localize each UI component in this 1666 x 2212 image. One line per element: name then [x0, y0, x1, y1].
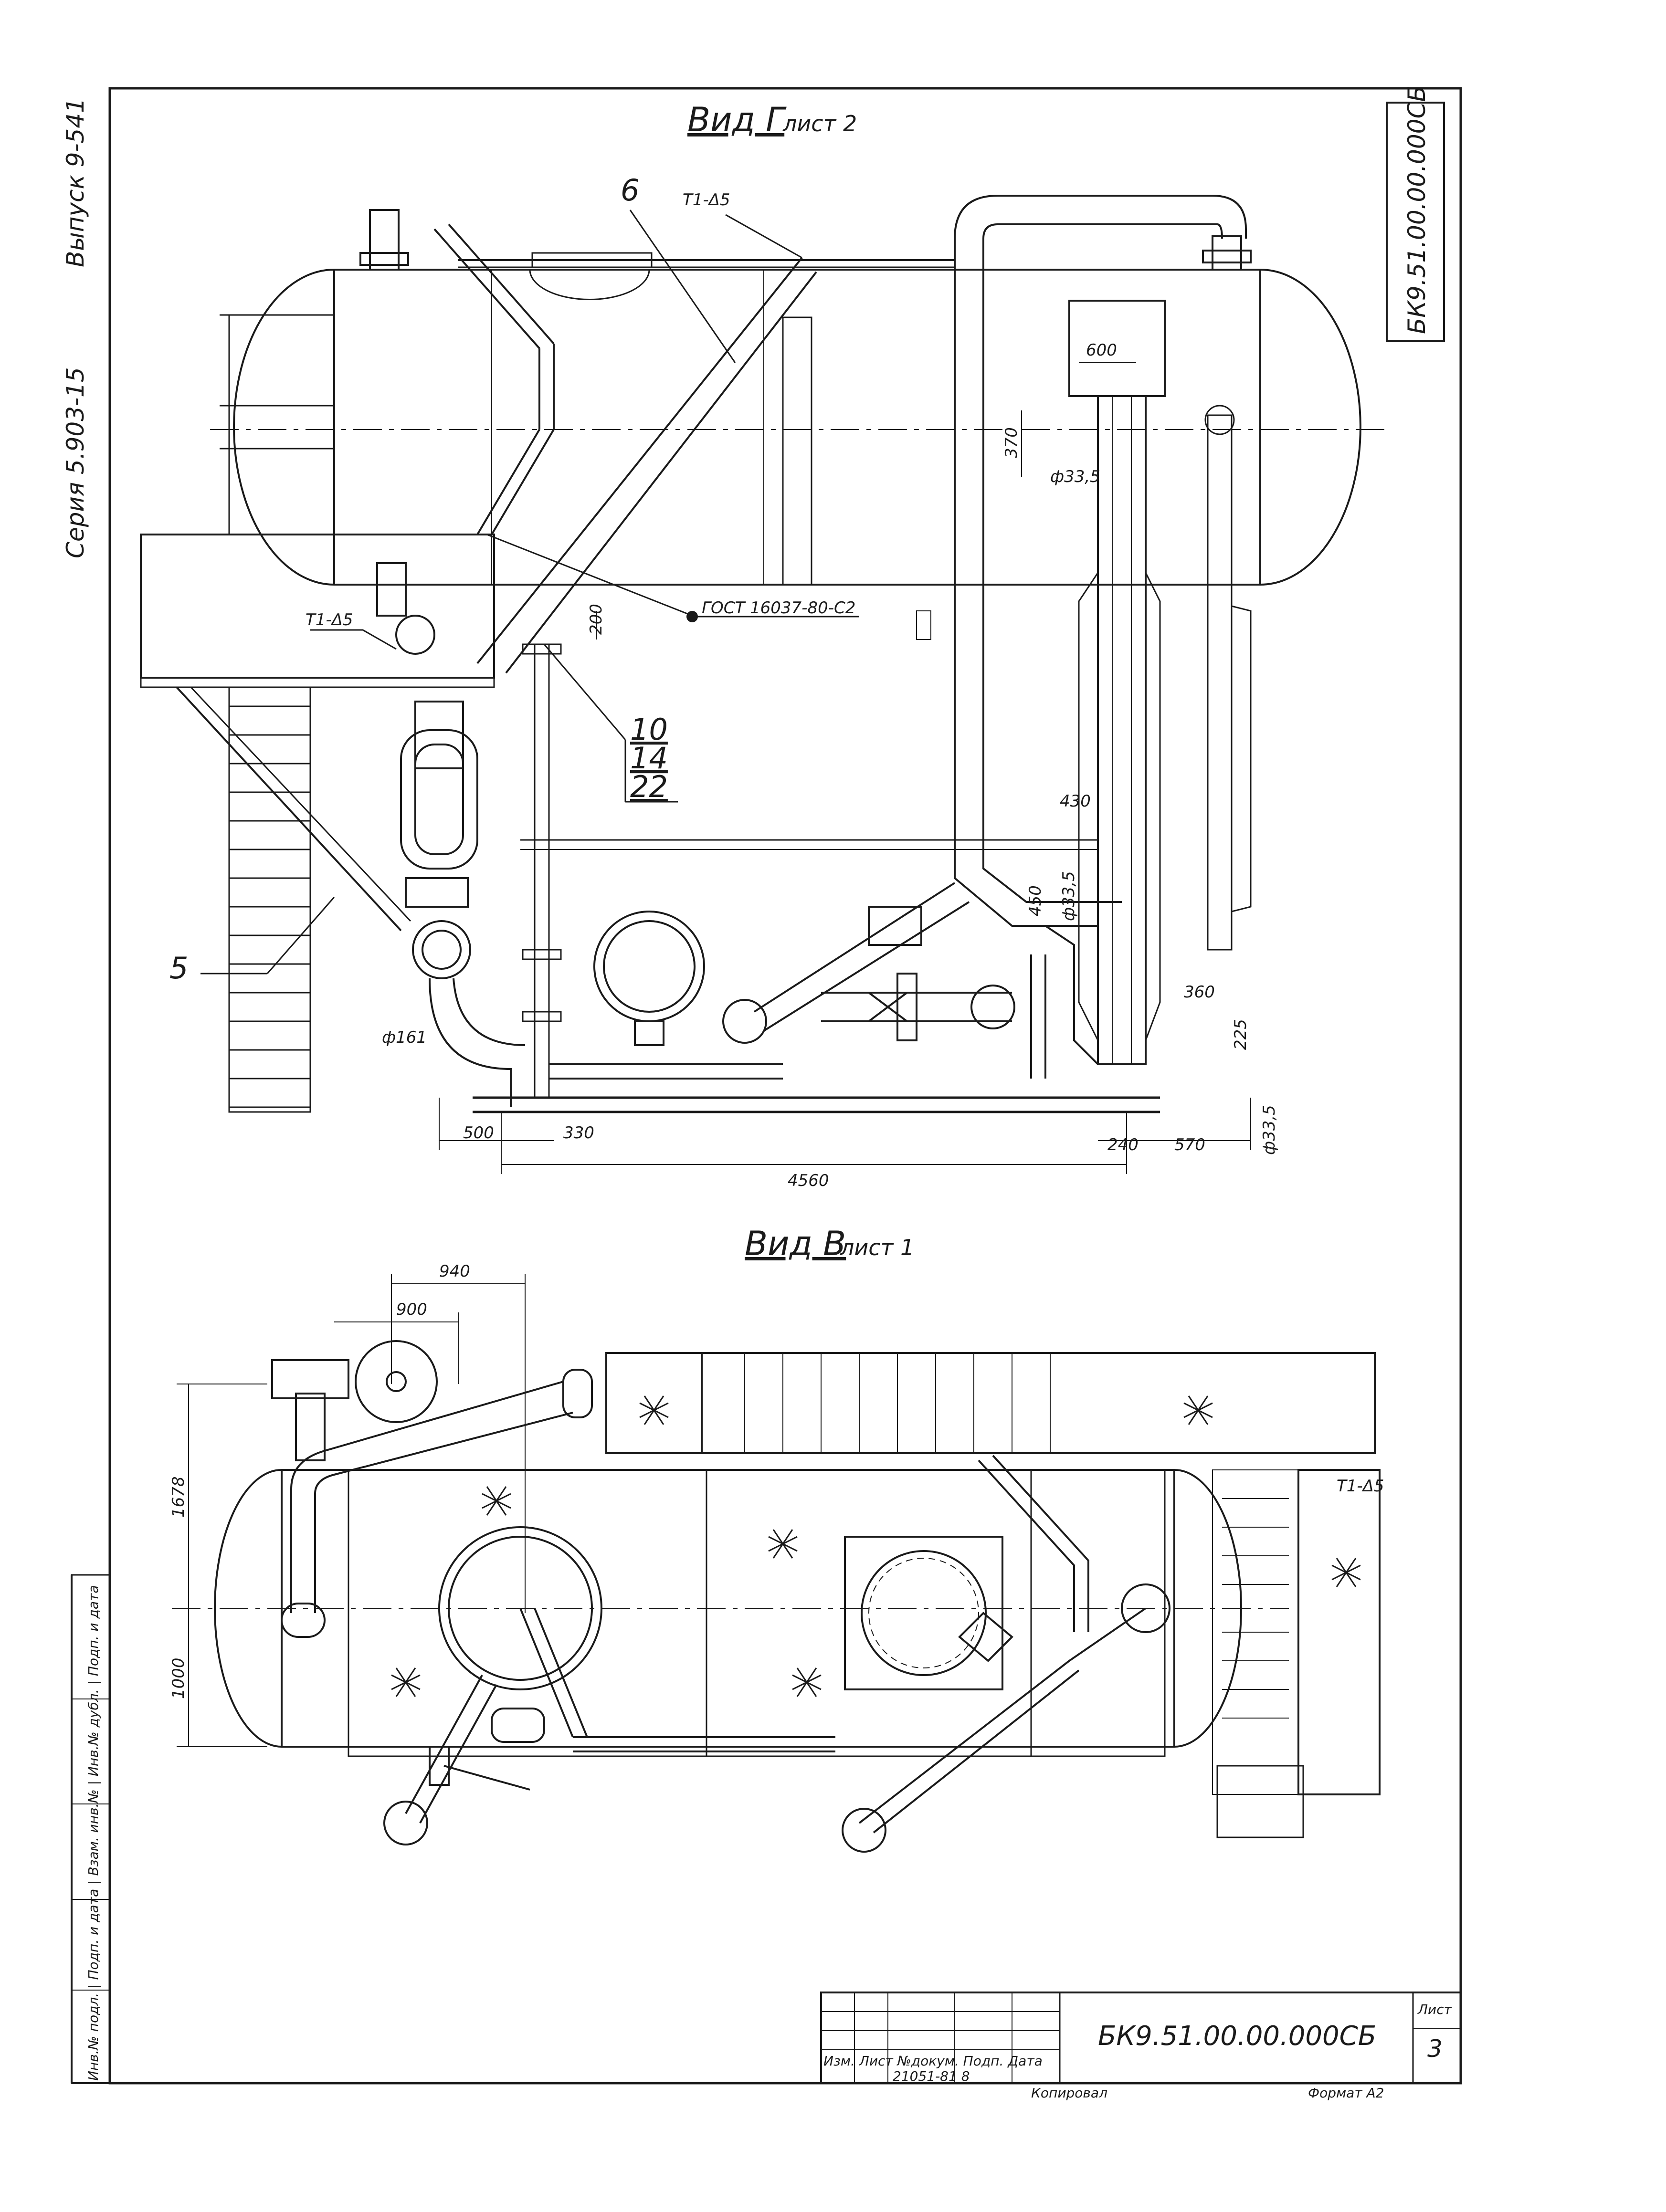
- stair-flight: [228, 686, 311, 1113]
- dim-225: 225: [1231, 1019, 1250, 1050]
- dim-570: 570: [1174, 1135, 1205, 1154]
- dim-500: 500: [463, 1123, 494, 1143]
- base-frame: [473, 839, 1160, 1113]
- dim-240: 240: [1107, 1135, 1139, 1154]
- dim-1000: 1000: [169, 1657, 188, 1699]
- dim-430: 430: [1060, 792, 1091, 811]
- pump-stack: [376, 562, 526, 1107]
- dim-900: 900: [396, 1300, 427, 1319]
- manholes-plan: [438, 1526, 1003, 1690]
- weld-label-left: Т1-Δ5: [306, 610, 353, 629]
- dim-phi33-5-c: ф33,5: [1260, 1105, 1279, 1155]
- view-v: Вид В лист 1: [169, 1224, 1384, 1853]
- weld-label-view-v: Т1-Δ5: [1337, 1477, 1384, 1496]
- dim-phi161: ф161: [382, 1028, 427, 1047]
- vessel-side: [210, 252, 1384, 586]
- view-g: Вид Г лист 2: [140, 100, 1384, 1190]
- seria-label: Серия 5.903-15: [62, 367, 89, 558]
- dim-1678: 1678: [169, 1476, 188, 1518]
- view-v-title: Вид В: [745, 1224, 846, 1263]
- left-strip-text: Инв.№ подл. | Подп. и дата | Взам. инв.№…: [85, 1585, 101, 2081]
- dim-450: 450: [1026, 885, 1045, 916]
- title-block-sheet-number: 3: [1427, 2035, 1443, 2063]
- title-block-header-row: Изм. Лист №докум. Подп. Дата: [823, 2053, 1043, 2069]
- callout-14: 14: [630, 741, 668, 776]
- diagonal-ladder: [433, 223, 817, 674]
- title-block-format: Формат А2: [1308, 2085, 1384, 2101]
- platform: [140, 314, 495, 932]
- dim-4560: 4560: [788, 1171, 829, 1190]
- title-block-entry-row: 21051-81 8: [893, 2068, 970, 2084]
- view-v-dimensions: [177, 1274, 526, 1747]
- view-v-sheet-ref: лист 1: [840, 1235, 914, 1260]
- gost-label: ГОСТ 16037-80-С2: [702, 598, 855, 618]
- callout-5: 5: [169, 951, 188, 985]
- view-g-sheet-ref: лист 2: [782, 111, 857, 136]
- title-block: БК9.51.00.00.000СБ Лист 3 Изм. Лист №док…: [820, 1992, 1462, 2101]
- plan-lower-right-piping: [842, 1455, 1170, 1853]
- dim-phi33-5-a: ф33,5: [1050, 467, 1100, 486]
- inclined-piping: [722, 882, 1099, 1079]
- dim-940: 940: [439, 1262, 470, 1281]
- plan-platform: [605, 1352, 1381, 1838]
- title-block-designation: БК9.51.00.00.000СБ: [1098, 2021, 1376, 2052]
- dim-370: 370: [1002, 427, 1021, 458]
- callout-10: 10: [630, 712, 668, 747]
- plan-tank-pipe: [271, 1340, 593, 1638]
- dim-360: 360: [1184, 983, 1215, 1002]
- callout-6: 6: [621, 173, 639, 208]
- sheet-frame: [108, 87, 1462, 2085]
- receiver-tank: [549, 911, 783, 1080]
- plan-lower-left-piping: [383, 1608, 835, 1845]
- view-g-title: Вид Г: [687, 100, 787, 139]
- column-block: [1068, 300, 1252, 1065]
- top-nozzles: [359, 209, 1252, 271]
- view-g-dimensions: [439, 362, 1251, 1174]
- vypusk-label: Выпуск 9-541: [62, 98, 89, 267]
- title-block-copied: Копировал: [1031, 2085, 1107, 2101]
- left-strip: Инв.№ подл. | Подп. и дата | Взам. инв.№…: [71, 1574, 111, 2084]
- designation-box: БК9.51.00.00.000СБ: [1386, 85, 1445, 342]
- dim-600: 600: [1086, 341, 1117, 360]
- view-g-leaders: [200, 210, 859, 975]
- grating-marks: [391, 1395, 1361, 1697]
- dim-phi33-5-b: ф33,5: [1059, 871, 1078, 921]
- vertical-line-200: [522, 643, 562, 1098]
- dim-330: 330: [563, 1123, 594, 1143]
- dim-200: 200: [587, 604, 606, 635]
- weld-label-top: Т1-Δ5: [683, 190, 730, 210]
- callout-22: 22: [630, 769, 668, 804]
- riser-pipe: [916, 195, 1247, 1055]
- designation-box-text: БК9.51.00.00.000СБ: [1403, 85, 1431, 334]
- title-block-sheet-label: Лист: [1417, 2002, 1452, 2017]
